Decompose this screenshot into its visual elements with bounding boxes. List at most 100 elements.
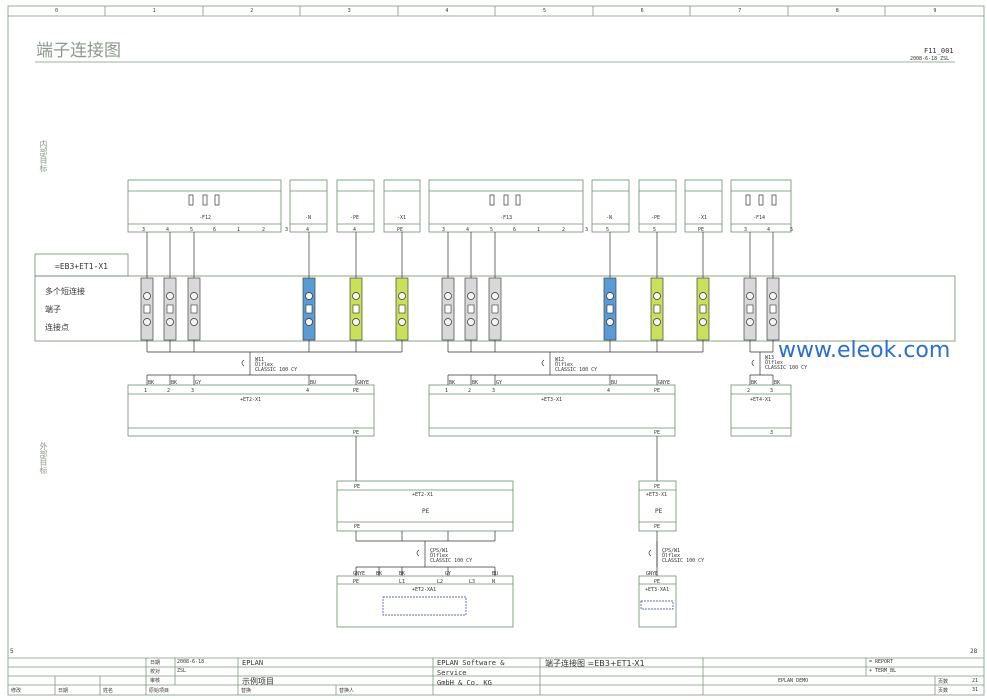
device-name-et2-xa1: +ET2-XA1 [412, 587, 437, 593]
terminal-screw-9-1 [606, 318, 614, 326]
terminal-screw-6-0 [444, 292, 452, 300]
bottom-pin-1-4: PE [654, 388, 661, 394]
device-name-et2-x1: +ET2-X1 [240, 397, 262, 403]
terminal-screw-6-1 [444, 318, 452, 326]
bottom-pin-0-3: 4 [306, 388, 310, 394]
top-pin-8-0: 3 [744, 227, 748, 233]
device-name-et3-xa1: +ET3-XA1 [645, 587, 670, 593]
top-pin-0-5: 2 [262, 227, 266, 233]
terminal-screw-8-0 [491, 292, 499, 300]
bottom-wire-1-0: BK [449, 380, 456, 386]
tb-footer-3: 姓名 [103, 688, 114, 694]
tb-footer-5: 替换 [241, 688, 252, 694]
terminal-screw-9-0 [606, 292, 614, 300]
top-pin-0-3: 6 [213, 227, 217, 233]
tb-vendor-2: Service [437, 669, 467, 677]
top-pin-0-0: 3 [142, 227, 146, 233]
terminal-screw-3-0 [305, 292, 313, 300]
bottom-wire-0-0: BK [148, 380, 155, 386]
terminal-marker-5 [398, 304, 406, 314]
device-name-et2-x1-lower: +ET2-X1 [412, 492, 434, 498]
top-pin-4-2: 5 [490, 227, 494, 233]
device-name-n2: -N [606, 215, 613, 221]
bottom-pin-1-2: 3 [492, 388, 496, 394]
tb-review-label: 审核 [150, 678, 161, 684]
bottom-pin-1-1: 2 [468, 388, 472, 394]
bottom-wire-0-2: GY [195, 380, 202, 386]
strip-row-label-3: 连接点 [45, 323, 69, 332]
terminal-marker-12 [746, 304, 754, 314]
top-pin-1-0: 4 [306, 227, 310, 233]
terminal-screw-8-1 [491, 318, 499, 326]
xa1-pin-1: L1 [399, 579, 406, 585]
grid-col-9: 9 [933, 8, 937, 14]
xa1-pin-2: L2 [437, 579, 444, 585]
device-name-et3-x1-lower: +ET3-X1 [646, 492, 668, 498]
device-name-pe2: -PE [651, 215, 661, 221]
terminal-screw-13-0 [769, 292, 777, 300]
bottom-pin-low-0: PE [353, 430, 360, 436]
bottom-pin-0-4: PE [353, 388, 360, 394]
bottom-wire-0-4: GNYE [357, 380, 370, 386]
terminal-screw-2-1 [190, 318, 198, 326]
tb-ref-1: = REPORT [869, 659, 894, 665]
terminal-marker-11 [699, 304, 707, 314]
terminal-screw-5-0 [398, 292, 406, 300]
page-id: F11_001 [924, 47, 954, 55]
terminal-screw-4-1 [352, 318, 360, 326]
pin-bottom-et3: PE [654, 524, 661, 530]
device-name-x1a: -X1 [397, 215, 407, 221]
xa1b-wire-0: GNYE [646, 571, 659, 577]
top-pin-6-0: 5 [653, 227, 657, 233]
strip-row-label-1: 多个短连接 [45, 287, 85, 296]
device-name-f12: -F12 [199, 215, 212, 221]
cable-spec-3: CLASSIC 100 CY [430, 558, 473, 564]
terminal-screw-10-1 [653, 318, 661, 326]
terminal-marker-9 [606, 304, 614, 314]
tb-page-label: 页数 [938, 679, 949, 685]
symbol-et3: PE [655, 508, 663, 515]
bottom-wire-0-1: BK [171, 380, 178, 386]
top-pin-7-0: PE [698, 227, 705, 233]
symbol-et2: PE [422, 508, 430, 515]
bottom-wire-1-3: BU [611, 380, 618, 386]
strip-name: =EB3+ET1-X1 [55, 262, 108, 271]
terminal-screw-0-0 [143, 292, 151, 300]
top-pin-0-6: 3 [285, 227, 289, 233]
strip-row-label-2: 端子 [45, 305, 61, 314]
cable-name-1: W12 [555, 357, 565, 363]
top-pin-8-1: 4 [767, 227, 771, 233]
grid-col-4: 4 [445, 8, 449, 14]
terminal-screw-3-1 [305, 318, 313, 326]
cable-spec-2: CLASSIC 100 CY [765, 365, 808, 371]
terminal-marker-3 [305, 304, 313, 314]
terminal-marker-1 [166, 304, 174, 314]
xa1-pin-0: PE [353, 579, 360, 585]
top-pin-4-0: 3 [442, 227, 446, 233]
tb-project: 示例项目 [242, 677, 274, 686]
terminal-marker-13 [769, 304, 777, 314]
tb-footer-4: 原始项目 [149, 688, 170, 694]
terminal-screw-11-1 [699, 318, 707, 326]
xa1-wire-2: BK [399, 571, 406, 577]
tb-ref-2: + TERM_BL [869, 668, 897, 674]
terminal-marker-0 [143, 304, 151, 314]
xa1-wire-4: BU [492, 571, 499, 577]
cable-name-2: W13 [765, 355, 775, 361]
tb-page-label-2: 页数 [938, 688, 949, 694]
cable-spec-0: CLASSIC 100 CY [255, 367, 298, 373]
tb-vendor-1: EPLAN Software & [437, 659, 505, 667]
terminal-screw-7-0 [467, 292, 475, 300]
bottom-pin-0-2: 3 [191, 388, 195, 394]
device-name-f13: -F13 [500, 215, 513, 221]
tb-check-value: ZSL [177, 668, 187, 674]
grid-col-5: 5 [543, 8, 547, 14]
top-pin-4-4: 1 [537, 227, 541, 233]
side-label-external: 外部目标 [39, 442, 48, 474]
cable-type-0: Ölflex [255, 362, 274, 368]
terminal-screw-1-1 [166, 318, 174, 326]
tb-footer-6: 替换人 [339, 688, 355, 694]
bottom-pin-2-0: 2 [747, 388, 751, 394]
side-label-internal: 内部目标 [39, 140, 48, 172]
